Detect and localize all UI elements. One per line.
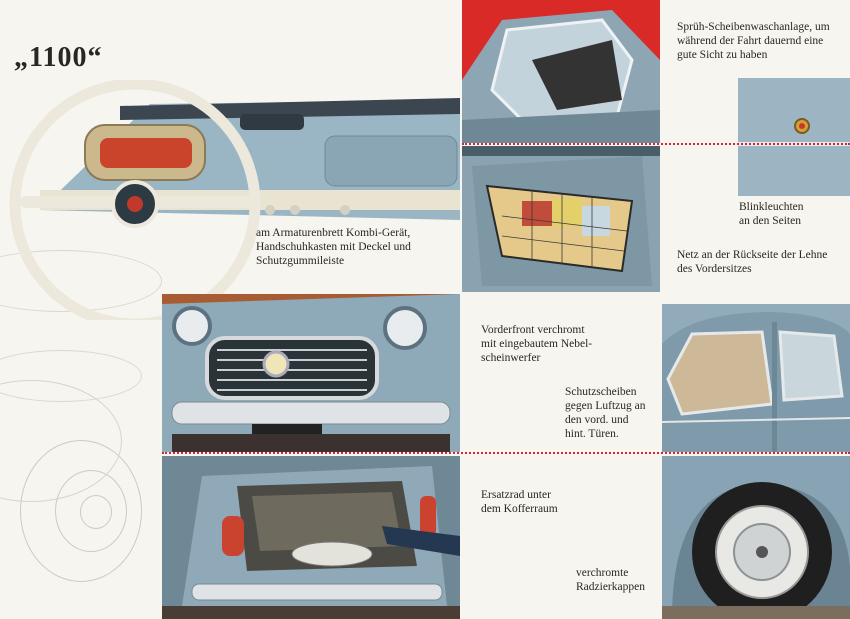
caption-washer: Sprüh-Scheibenwaschanlage, um während de… bbox=[677, 20, 847, 62]
divider-dotted bbox=[162, 452, 850, 454]
caption-windows: Schutzscheiben gegen Luftzug an den vord… bbox=[565, 385, 660, 441]
caption-line: scheinwerfer bbox=[481, 352, 541, 364]
trunk-photo bbox=[162, 456, 460, 619]
caption-line: an den Seiten bbox=[739, 215, 801, 227]
swirl-shape bbox=[80, 495, 112, 529]
caption-line: Netz an der Rückseite der Lehne bbox=[677, 249, 828, 261]
caption-line: Radzierkappen bbox=[576, 581, 645, 593]
caption-dashboard: am Armaturenbrett Kombi-Gerät, Handschuh… bbox=[256, 226, 456, 268]
caption-spare: Ersatzrad unter dem Kofferraum bbox=[481, 488, 581, 516]
caption-line: den vord. und bbox=[565, 414, 629, 426]
swirl-shape bbox=[0, 350, 142, 402]
caption-line: Schutzscheiben bbox=[565, 386, 637, 398]
brochure-title: „1100“ bbox=[14, 42, 103, 73]
swirl-shape bbox=[55, 470, 127, 552]
seat-net-photo bbox=[462, 146, 660, 292]
caption-line: Vorderfront verchromt bbox=[481, 324, 585, 336]
swirl-shape bbox=[20, 440, 142, 582]
caption-line: des Vordersitzes bbox=[677, 263, 752, 275]
caption-line: gegen Luftzug an bbox=[565, 400, 646, 412]
hubcap-photo bbox=[662, 456, 850, 619]
caption-line: während der Fahrt dauernd eine bbox=[677, 35, 824, 47]
caption-hubcaps: verchromte Radzierkappen bbox=[576, 566, 666, 594]
caption-line: gute Sicht zu haben bbox=[677, 49, 768, 61]
caption-indicator: Blinkleuchten an den Seiten bbox=[739, 200, 847, 228]
caption-front: Vorderfront verchromt mit eingebautem Ne… bbox=[481, 323, 651, 365]
caption-net: Netz an der Rückseite der Lehne des Vord… bbox=[677, 248, 847, 276]
dashboard-photo bbox=[0, 80, 460, 320]
caption-line: Blinkleuchten bbox=[739, 201, 804, 213]
caption-line: hint. Türen. bbox=[565, 428, 619, 440]
indicator-photo bbox=[738, 78, 850, 196]
divider-dotted bbox=[462, 143, 850, 145]
caption-line: Ersatzrad unter bbox=[481, 489, 551, 501]
windshield-washer-photo bbox=[462, 0, 660, 143]
caption-line: Handschuhkasten mit Deckel und bbox=[256, 241, 411, 253]
caption-line: Sprüh-Scheibenwaschanlage, um bbox=[677, 21, 830, 33]
caption-line: am Armaturenbrett Kombi-Gerät, bbox=[256, 227, 411, 239]
side-window-photo bbox=[662, 304, 850, 452]
caption-line: Schutzgummileiste bbox=[256, 255, 345, 267]
caption-line: verchromte bbox=[576, 567, 629, 579]
caption-line: dem Kofferraum bbox=[481, 503, 558, 515]
caption-line: mit eingebautem Nebel- bbox=[481, 338, 593, 350]
front-grille-photo bbox=[162, 294, 460, 452]
